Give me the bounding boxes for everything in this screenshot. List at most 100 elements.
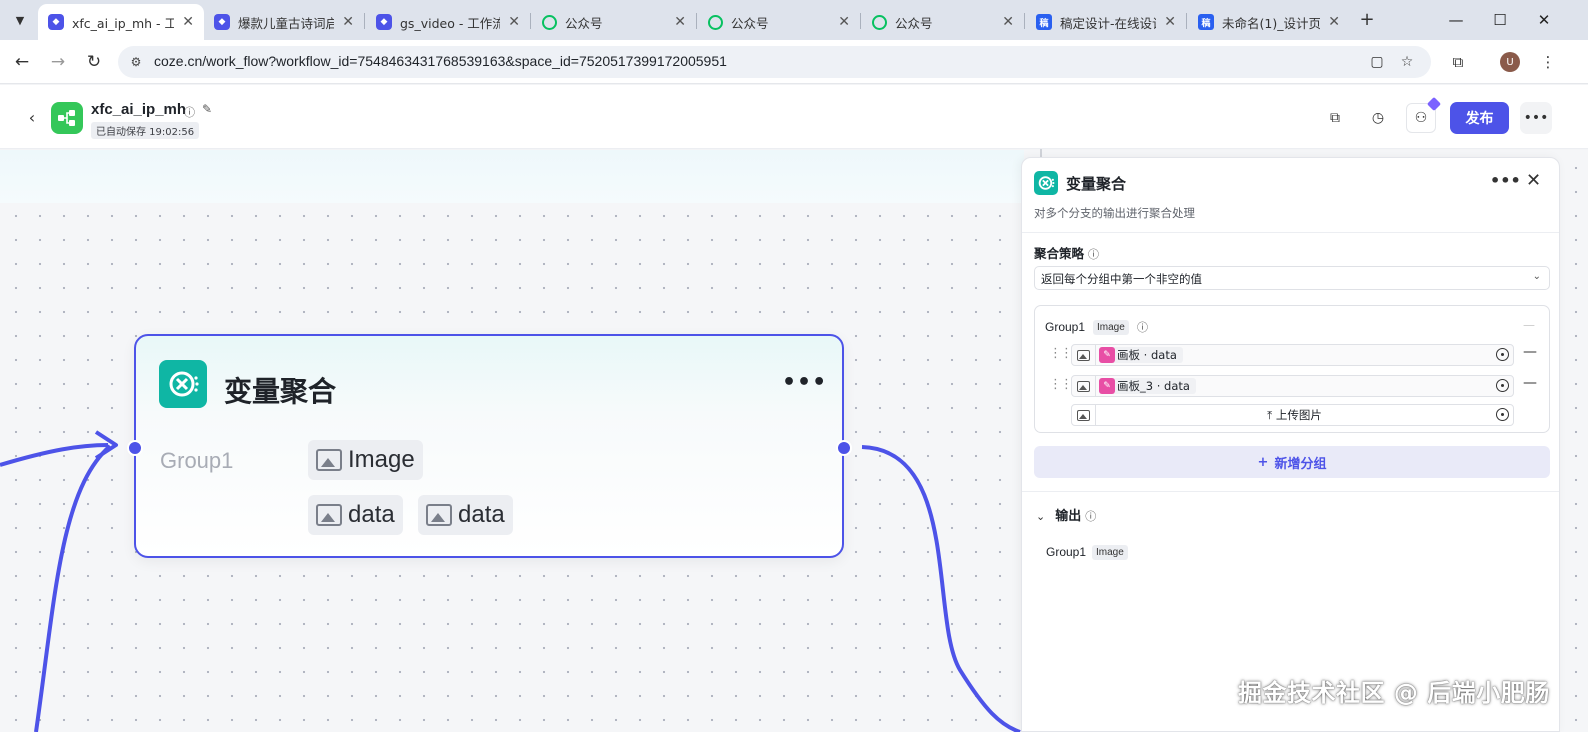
drag-handle-icon[interactable]: ⋮⋮ xyxy=(1049,346,1073,361)
minimize-icon[interactable]: — xyxy=(1448,11,1464,29)
variable-ref-row[interactable]: ✎ 画板_3 · data xyxy=(1071,375,1514,397)
output-type-tag: Image xyxy=(1092,545,1128,560)
tab-label: 公众号 xyxy=(895,15,933,31)
coze-icon: ◆ xyxy=(214,14,230,30)
type-selector[interactable] xyxy=(1072,376,1096,396)
info-icon[interactable]: ⓘ xyxy=(184,106,195,119)
tab-label: 爆款儿童古诗词启 xyxy=(238,15,335,31)
variable-ref-pill: ✎ 画板 · data xyxy=(1099,347,1183,363)
panel-more-icon[interactable]: ••• xyxy=(1490,171,1521,190)
panel-title: 变量聚合 xyxy=(1066,175,1127,193)
tab-label: xfc_ai_ip_mh - 工 xyxy=(72,15,175,31)
group-editor: Group1 Image ⓘ — ⋮⋮ ✎ 画板 · data — ⋮⋮ ✎ 画… xyxy=(1034,305,1550,433)
panel-close-icon[interactable]: ✕ xyxy=(1526,170,1542,191)
tab-search-chevron-icon[interactable]: ▼ xyxy=(15,13,25,27)
reload-icon[interactable]: ↻ xyxy=(86,52,102,72)
tab-label: 未命名(1)_设计页 xyxy=(1222,15,1321,31)
upload-row[interactable]: ⤒ 上传图片 xyxy=(1071,404,1514,426)
clipboard-icon[interactable]: ▢ xyxy=(1370,54,1384,70)
divider xyxy=(1022,491,1559,492)
browser-tab-5[interactable]: 公众号 ✕ xyxy=(698,4,860,40)
browser-menu-icon[interactable]: ⋮ xyxy=(1540,53,1556,71)
browser-tab-3[interactable]: ◆ gs_video - 工作流 ✕ xyxy=(366,4,530,40)
variable-ref-label: 画板 · data xyxy=(1117,348,1177,362)
edit-icon[interactable]: ✎ xyxy=(202,102,213,116)
browser-toolbar: ← → ↻ ⚙ coze.cn/work_flow?workflow_id=75… xyxy=(0,40,1588,84)
remove-row-icon[interactable]: — xyxy=(1523,344,1537,360)
browser-tab-1[interactable]: ◆ xfc_ai_ip_mh - 工 ✕ xyxy=(38,4,204,40)
image-icon xyxy=(316,449,342,471)
drag-handle-icon[interactable]: ⋮⋮ xyxy=(1049,377,1073,392)
browser-tab-2[interactable]: ◆ 爆款儿童古诗词启 ✕ xyxy=(204,4,364,40)
publish-button[interactable]: 发布 xyxy=(1450,102,1509,134)
address-bar[interactable]: ⚙ coze.cn/work_flow?workflow_id=75484634… xyxy=(118,46,1431,78)
close-icon[interactable]: ✕ xyxy=(1002,14,1014,30)
variable-picker-icon[interactable] xyxy=(1496,408,1509,421)
close-icon[interactable]: ✕ xyxy=(182,14,194,30)
variable-aggregate-node[interactable]: 变量聚合 ••• Group1 Image data data xyxy=(134,334,844,558)
upload-label: 上传图片 xyxy=(1275,408,1322,422)
close-icon[interactable]: ✕ xyxy=(342,14,354,30)
back-arrow-icon[interactable]: ← xyxy=(14,52,30,72)
close-icon[interactable]: ✕ xyxy=(508,14,520,30)
tab-label: 公众号 xyxy=(731,15,769,31)
add-group-button[interactable]: +新增分组 xyxy=(1034,446,1550,478)
strategy-select[interactable]: 返回每个分组中第一个非空的值 ⌄ xyxy=(1034,266,1550,290)
close-icon[interactable]: ✕ xyxy=(1164,14,1176,30)
type-selector[interactable] xyxy=(1072,405,1096,425)
maximize-icon[interactable]: ☐ xyxy=(1493,11,1507,29)
variable-ref-label: 画板_3 · data xyxy=(1117,379,1190,393)
wechat-icon xyxy=(872,14,887,30)
browser-tab-4[interactable]: 公众号 ✕ xyxy=(532,4,696,40)
wechat-icon xyxy=(708,14,723,30)
profile-avatar[interactable]: U xyxy=(1500,52,1520,72)
tab-label: gs_video - 工作流 xyxy=(400,15,501,31)
more-options-icon[interactable]: ••• xyxy=(1520,102,1552,134)
image-icon xyxy=(426,504,452,526)
variable-picker-icon[interactable] xyxy=(1496,348,1509,361)
browser-tab-8[interactable]: 稿 未命名(1)_设计页 ✕ xyxy=(1188,4,1350,40)
tab-separator xyxy=(860,13,861,29)
browser-tab-6[interactable]: 公众号 ✕ xyxy=(862,4,1024,40)
group-remove-icon[interactable]: — xyxy=(1523,318,1535,332)
variable-picker-icon[interactable] xyxy=(1496,379,1509,392)
upload-icon: ⤒ xyxy=(1267,408,1276,422)
info-icon[interactable]: ⓘ xyxy=(1085,510,1097,523)
image-icon xyxy=(1077,409,1090,421)
remove-row-icon[interactable]: — xyxy=(1523,375,1537,391)
coze-icon: ◆ xyxy=(48,14,64,30)
group-name[interactable]: Group1 xyxy=(1045,320,1086,334)
window-close-icon[interactable]: ✕ xyxy=(1537,11,1551,29)
chevron-down-icon[interactable]: ⌄ xyxy=(1036,510,1046,523)
info-icon[interactable]: ⓘ xyxy=(1137,321,1148,334)
group-type-chip: Image xyxy=(308,440,423,480)
browser-tab-7[interactable]: 稿 稿定设计-在线设计 ✕ xyxy=(1026,4,1186,40)
canvas-top-node-remnant xyxy=(0,150,1024,203)
node-more-icon[interactable]: ••• xyxy=(782,370,828,395)
tab-separator xyxy=(364,13,365,29)
tab-label: 公众号 xyxy=(565,15,603,31)
site-settings-icon[interactable]: ⚙ xyxy=(130,55,142,69)
extensions-puzzle-icon[interactable]: ⧉ xyxy=(1452,53,1464,71)
copy-icon[interactable]: ⧉ xyxy=(1330,110,1340,126)
upload-image-button[interactable]: ⤒ 上传图片 xyxy=(1096,407,1493,423)
node-output-port[interactable] xyxy=(836,440,852,456)
tab-separator xyxy=(1024,13,1025,29)
close-icon[interactable]: ✕ xyxy=(674,14,686,30)
info-icon[interactable]: ⓘ xyxy=(1088,248,1100,261)
close-icon[interactable]: ✕ xyxy=(838,14,850,30)
close-icon[interactable]: ✕ xyxy=(1328,14,1340,30)
url-text[interactable]: coze.cn/work_flow?workflow_id=7548463431… xyxy=(154,53,727,69)
new-tab-plus-icon[interactable]: + xyxy=(1359,8,1375,30)
chevron-left-icon[interactable]: ‹ xyxy=(28,107,36,127)
forward-arrow-icon[interactable]: → xyxy=(50,52,66,72)
history-icon[interactable]: ◷ xyxy=(1371,110,1385,126)
node-input-port[interactable] xyxy=(127,440,143,456)
variable-ref-row[interactable]: ✎ 画板 · data xyxy=(1071,344,1514,366)
bookmark-star-icon[interactable]: ☆ xyxy=(1400,54,1414,70)
image-icon xyxy=(1077,349,1090,361)
canvas-board-icon: ✎ xyxy=(1099,347,1115,363)
strategy-label-text: 聚合策略 xyxy=(1034,246,1085,261)
type-selector[interactable] xyxy=(1072,345,1096,365)
